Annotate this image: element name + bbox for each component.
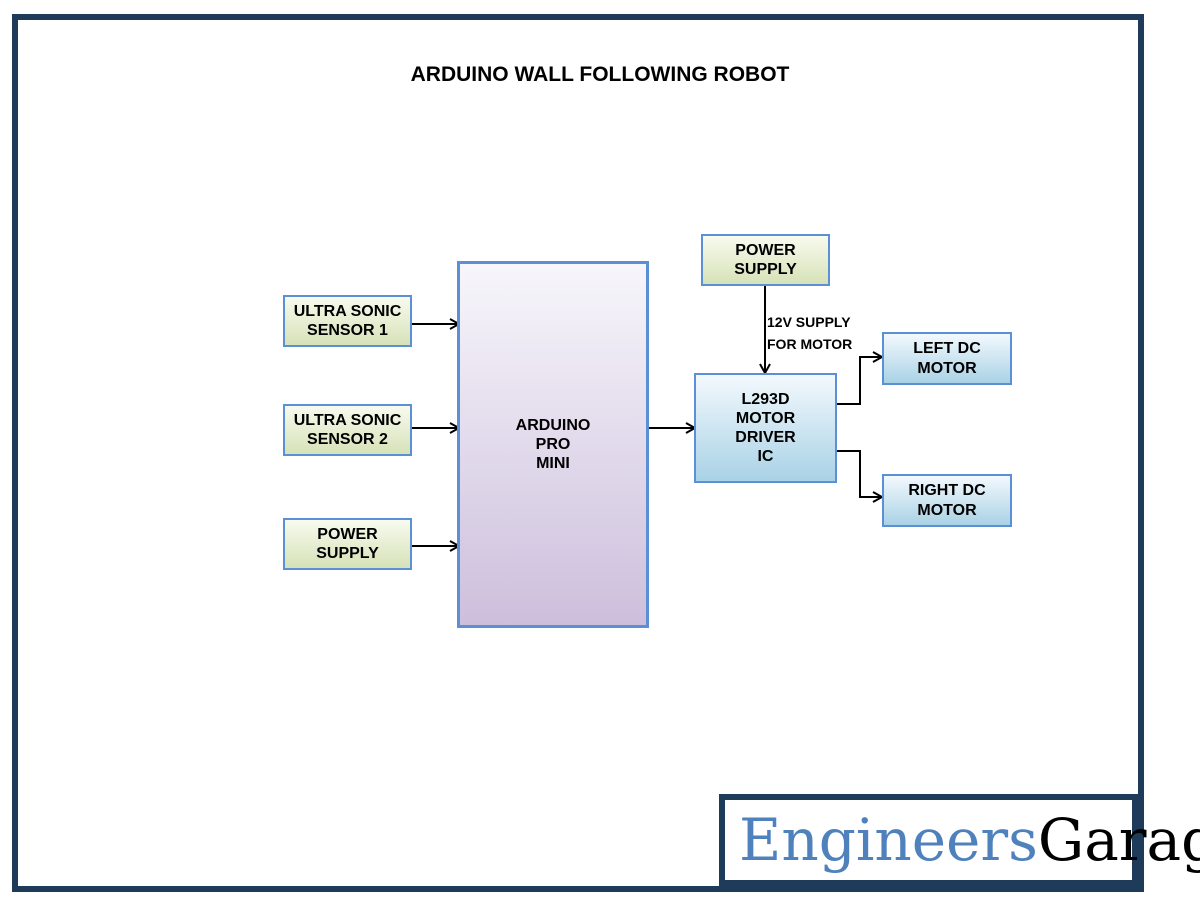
power-supply-left-block: POWER SUPPLY — [283, 518, 412, 570]
arduino-pro-mini-block: ARDUINO PRO MINI — [457, 261, 649, 628]
ultrasonic-sensor-1-label: ULTRA SONIC SENSOR 1 — [293, 302, 402, 339]
logo-part-garage: Garage — [1037, 806, 1200, 874]
supply-edge-label: 12V SUPPLY FOR MOTOR — [767, 314, 853, 352]
right-dc-motor-block: RIGHT DC MOTOR — [882, 474, 1012, 527]
left-dc-motor-block: LEFT DC MOTOR — [882, 332, 1012, 385]
power-supply-left-label: POWER SUPPLY — [316, 525, 379, 562]
motor-driver-label: L293D MOTOR DRIVER IC — [735, 390, 796, 466]
motor-driver-block: L293D MOTOR DRIVER IC — [694, 373, 837, 483]
logo-part-engineers: Engineers — [739, 806, 1038, 874]
power-supply-top-block: POWER SUPPLY — [701, 234, 830, 286]
power-supply-top-label: POWER SUPPLY — [734, 241, 797, 278]
ultrasonic-sensor-1-block: ULTRA SONIC SENSOR 1 — [283, 295, 412, 347]
arrow-driver-to-left-motor — [836, 357, 882, 405]
diagram-title: ARDUINO WALL FOLLOWING ROBOT — [410, 63, 790, 86]
engineers-garage-logo: EngineersGarage — [719, 794, 1200, 886]
right-dc-motor-label: RIGHT DC MOTOR — [908, 482, 986, 519]
left-dc-motor-label: LEFT DC MOTOR — [913, 340, 981, 377]
arrow-driver-to-right-motor — [836, 450, 882, 497]
ultrasonic-sensor-2-block: ULTRA SONIC SENSOR 2 — [283, 404, 412, 456]
ultrasonic-sensor-2-label: ULTRA SONIC SENSOR 2 — [293, 411, 402, 448]
arduino-label: ARDUINO PRO MINI — [515, 416, 591, 473]
